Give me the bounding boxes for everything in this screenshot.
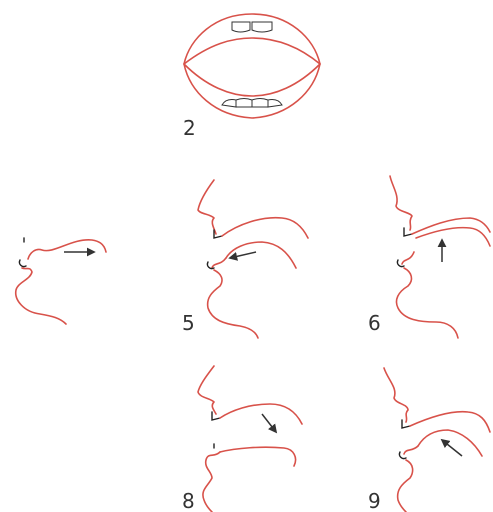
panel-label-8: 8 bbox=[182, 489, 195, 512]
panel-8-profile: 8 bbox=[182, 366, 302, 512]
panel-label-2: 2 bbox=[183, 116, 196, 140]
panel-9-profile: 9 bbox=[368, 368, 490, 512]
panel-label-5: 5 bbox=[182, 311, 195, 335]
upper-teeth-icon bbox=[232, 22, 272, 32]
panel-6-profile: 6 bbox=[368, 176, 490, 338]
panel-2-front-mouth: 2 bbox=[183, 14, 320, 140]
panel-left-profile bbox=[16, 238, 106, 324]
panel-label-9: 9 bbox=[368, 489, 381, 512]
panel-label-6: 6 bbox=[368, 311, 381, 335]
panel-5-profile: 5 bbox=[182, 180, 308, 338]
lower-teeth-icon bbox=[222, 99, 282, 108]
